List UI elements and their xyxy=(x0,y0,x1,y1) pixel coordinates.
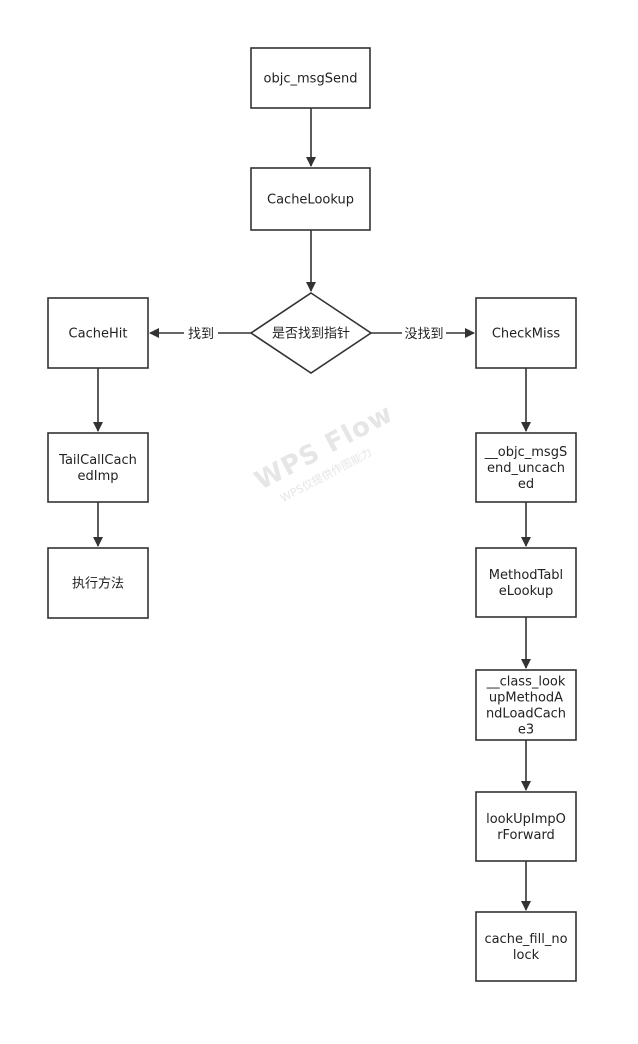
node-label-line: lock xyxy=(513,948,540,963)
node-label-line: objc_msgSend xyxy=(264,72,358,87)
node-label-line: rForward xyxy=(497,828,555,843)
node-label-line: lookUpImpO xyxy=(486,812,566,827)
node-label-line: CacheHit xyxy=(69,327,128,342)
node-cache-hit-label: CacheHit xyxy=(69,327,128,342)
node-label-line: TailCallCach xyxy=(58,453,137,468)
node-label-line: upMethodA xyxy=(489,691,563,706)
node-decision: 是否找到指针 xyxy=(249,292,373,374)
node-objc-msgsend-label: objc_msgSend xyxy=(264,72,358,87)
node-label-line: 是否找到指针 xyxy=(272,327,350,342)
node-objc-msgsend: objc_msgSend xyxy=(250,47,371,109)
node-label-line: edImp xyxy=(78,469,119,484)
node-decision-label: 是否找到指针 xyxy=(272,327,350,342)
node-label-line: 执行方法 xyxy=(72,576,124,592)
node-label-line: ed xyxy=(518,477,534,492)
edge-label-not-found-text: 没找到 xyxy=(404,327,443,342)
node-label-line: __objc_msgS xyxy=(484,445,567,460)
node-label-line: CacheLookup xyxy=(267,193,354,208)
node-label-line: e3 xyxy=(518,723,534,738)
node-check-miss: CheckMiss xyxy=(475,297,577,369)
edge-label-found: 找到 xyxy=(184,324,218,342)
node-label-line: CheckMiss xyxy=(492,327,561,342)
edge-label-not-found: 没找到 xyxy=(402,324,446,342)
node-label-line: end_uncach xyxy=(487,461,565,476)
node-label-line: eLookup xyxy=(499,584,554,599)
node-cache-lookup-label: CacheLookup xyxy=(267,193,354,208)
node-label-line: ndLoadCach xyxy=(486,707,566,722)
node-execute-method-label: 执行方法 xyxy=(72,576,124,592)
edge-label-found-text: 找到 xyxy=(188,327,214,342)
node-label-line: __class_look xyxy=(486,675,566,690)
node-cache-hit: CacheHit xyxy=(47,297,149,369)
node-label-line: MethodTabl xyxy=(489,568,563,583)
node-label-line: cache_fill_no xyxy=(484,932,567,947)
node-execute-method: 执行方法 xyxy=(47,547,149,619)
node-cache-lookup: CacheLookup xyxy=(250,167,371,231)
node-check-miss-label: CheckMiss xyxy=(492,327,561,342)
